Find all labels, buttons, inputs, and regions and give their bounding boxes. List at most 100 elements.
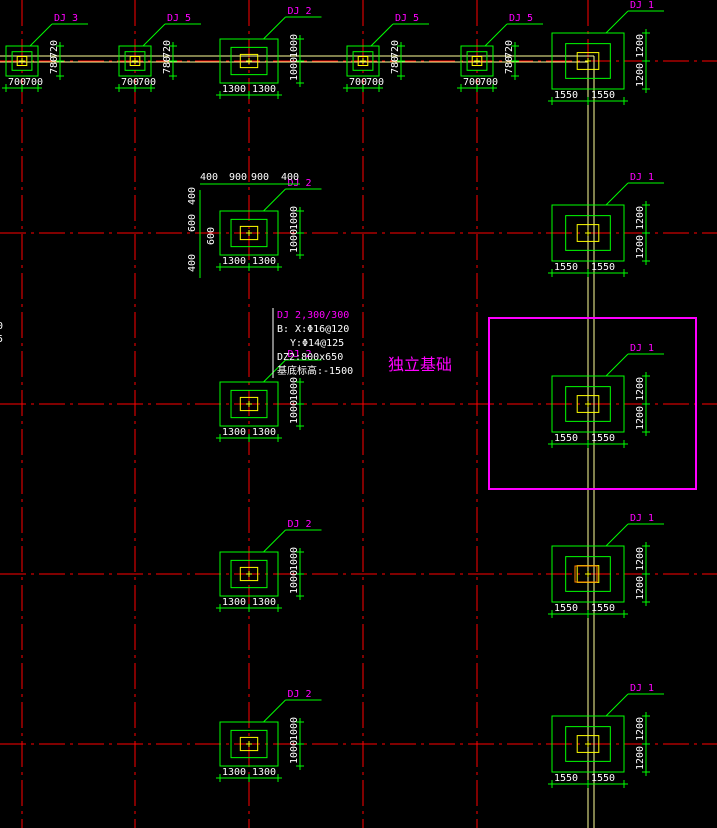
column-outline — [239, 736, 259, 752]
column-outline — [576, 735, 600, 753]
column-outline — [129, 56, 141, 66]
dj2-reinforcement-note: DJ 2,300/300 B: X:Φ16@120 Y:Φ14@125 DZ2:… — [272, 308, 353, 378]
footing-outline — [219, 381, 279, 427]
dim-v2: 1200 — [635, 576, 646, 600]
dim-v1: 720 — [390, 40, 401, 58]
dim-v2: 1000 — [289, 229, 300, 253]
footing-tag: DJ 5 — [167, 13, 191, 24]
dim-h2: 1300 — [252, 256, 276, 267]
note-bottom-bars: B: X:Φ16@120 — [277, 324, 349, 335]
footing-tag: DJ 1 — [630, 343, 654, 354]
footing-tag: DJ 5 — [509, 13, 533, 24]
dim-v1: 720 — [504, 40, 515, 58]
dim-h1: 1550 — [554, 433, 578, 444]
dim-h2: 1550 — [591, 433, 615, 444]
dim-v1: 1000 — [289, 547, 300, 571]
dim-v1: 720 — [49, 40, 60, 58]
footing-step — [352, 51, 374, 71]
tag-leader — [263, 699, 286, 723]
dim-detail-left-1: 400 — [187, 187, 198, 205]
dim-v2: 780 — [49, 56, 60, 74]
dim-v1: 1200 — [635, 717, 646, 741]
highlight-label: 独立基础 — [388, 355, 452, 374]
dim-h2: 1300 — [252, 597, 276, 608]
footing-step — [11, 51, 33, 71]
footing-tag: DJ 2 — [288, 6, 312, 17]
dim-detail-left-4: 400 — [187, 254, 198, 272]
dim-v2: 780 — [504, 56, 515, 74]
dim-h2: 700 — [366, 77, 384, 88]
footing-tag: DJ 3 — [54, 13, 78, 24]
footing-dj1: DJ 1 1550 1550 1200 1200 — [548, 683, 664, 788]
footing-step — [230, 559, 268, 589]
dim-h1: 700 — [349, 77, 367, 88]
footing-outline — [219, 551, 279, 597]
footing-tag: DJ 2 — [288, 349, 312, 360]
footing-tag: DJ 1 — [630, 0, 654, 11]
dim-h1: 700 — [8, 77, 26, 88]
dim-h2: 1550 — [591, 262, 615, 273]
dim-h1: 1300 — [222, 767, 246, 778]
footing-outline — [551, 375, 625, 433]
dj2-detail-dimensions: 400 900 900 400 400 600 600 400 — [187, 172, 300, 278]
dim-h1: 700 — [463, 77, 481, 88]
dim-detail-top-2: 900 — [229, 172, 247, 183]
dim-v1: 1000 — [289, 717, 300, 741]
footing-tag: DJ 2 — [288, 519, 312, 530]
footing-step — [466, 51, 488, 71]
footing-tag: DJ 5 — [395, 13, 419, 24]
footing-outline — [219, 210, 279, 256]
footing-outline — [219, 38, 279, 84]
dim-h2: 1300 — [252, 427, 276, 438]
footing-outline — [219, 721, 279, 767]
tag-leader — [605, 693, 629, 717]
dim-v1: 1200 — [635, 206, 646, 230]
dim-v2: 1200 — [635, 235, 646, 259]
footing-step — [565, 215, 611, 251]
dim-v2: 1200 — [635, 746, 646, 770]
tag-leader — [142, 23, 166, 47]
dim-h2: 1550 — [591, 603, 615, 614]
footing-tag: DJ 1 — [630, 683, 654, 694]
footing-step — [565, 43, 611, 79]
dim-h1: 1300 — [222, 427, 246, 438]
dim-h2: 1300 — [252, 767, 276, 778]
dim-h2: 700 — [138, 77, 156, 88]
footing-outline — [460, 45, 494, 77]
note-elevation: 基底标高:-1500 — [277, 364, 353, 377]
footing-step — [230, 218, 268, 248]
tag-leader — [263, 16, 286, 40]
footing-tag: DJ 1 — [630, 172, 654, 183]
dim-h2: 700 — [480, 77, 498, 88]
dim-detail-left-2: 600 — [187, 214, 198, 232]
column-outline — [16, 56, 28, 66]
dim-v2: 1200 — [635, 63, 646, 87]
dim-h1: 1550 — [554, 90, 578, 101]
footing-outline — [346, 45, 380, 77]
column-outline — [357, 56, 369, 66]
note-column: DZ2:800x650 — [277, 352, 343, 363]
dim-v1: 720 — [162, 40, 173, 58]
dim-h2: 700 — [25, 77, 43, 88]
column-outline — [576, 395, 600, 413]
dim-h1: 1300 — [222, 256, 246, 267]
dim-h1: 1550 — [554, 773, 578, 784]
dim-v1: 1200 — [635, 34, 646, 58]
dim-detail-left-3: 600 — [206, 227, 217, 245]
tag-leader — [605, 353, 629, 377]
column-outline — [239, 225, 259, 241]
dim-v1: 1000 — [289, 34, 300, 58]
dim-h2: 1550 — [591, 773, 615, 784]
tag-leader — [370, 23, 394, 47]
column-outline — [239, 396, 259, 412]
tag-leader — [263, 188, 286, 212]
column-outline — [471, 56, 483, 66]
footing-outline — [118, 45, 152, 77]
